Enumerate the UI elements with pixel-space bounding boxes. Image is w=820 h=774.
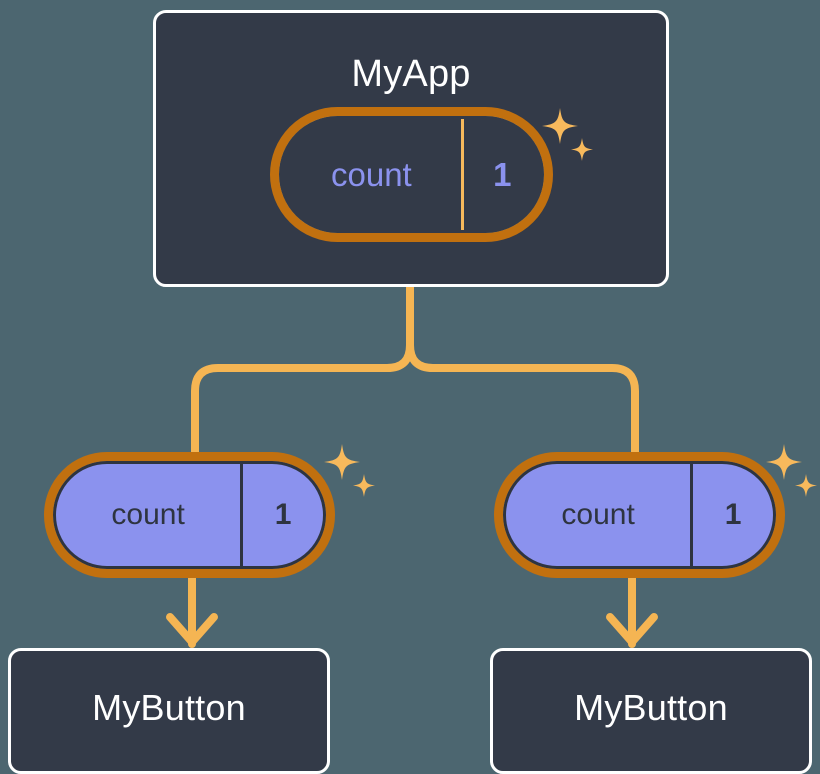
state-pill-myapp[interactable]: count 1	[270, 107, 553, 242]
state-value-cell: 1	[240, 464, 323, 566]
state-key-label: count	[561, 498, 635, 531]
state-value-label: 1	[724, 498, 742, 531]
state-key-cell: count	[506, 464, 690, 566]
arrow-down-icon-left	[166, 613, 218, 646]
state-pill-right[interactable]: count 1	[494, 452, 785, 578]
state-key-cell: count	[282, 119, 461, 230]
state-key-cell: count	[56, 464, 240, 566]
connector-root-to-right	[406, 283, 639, 474]
state-value-label: 1	[274, 498, 292, 531]
component-title-mybutton-left: MyButton	[92, 687, 246, 728]
component-card-mybutton-right[interactable]: MyButton	[490, 648, 812, 774]
arrow-down-icon-right	[606, 613, 658, 646]
component-title-myapp: MyApp	[351, 53, 471, 95]
state-pill-left[interactable]: count 1	[44, 452, 335, 578]
component-card-mybutton-left[interactable]: MyButton	[8, 648, 330, 774]
state-value-cell: 1	[460, 119, 541, 230]
state-key-label: count	[330, 155, 412, 193]
state-value-label: 1	[493, 155, 512, 193]
state-key-label: count	[111, 498, 185, 531]
connector-root-to-left	[191, 283, 414, 474]
state-value-cell: 1	[690, 464, 773, 566]
component-title-mybutton-right: MyButton	[574, 687, 728, 728]
